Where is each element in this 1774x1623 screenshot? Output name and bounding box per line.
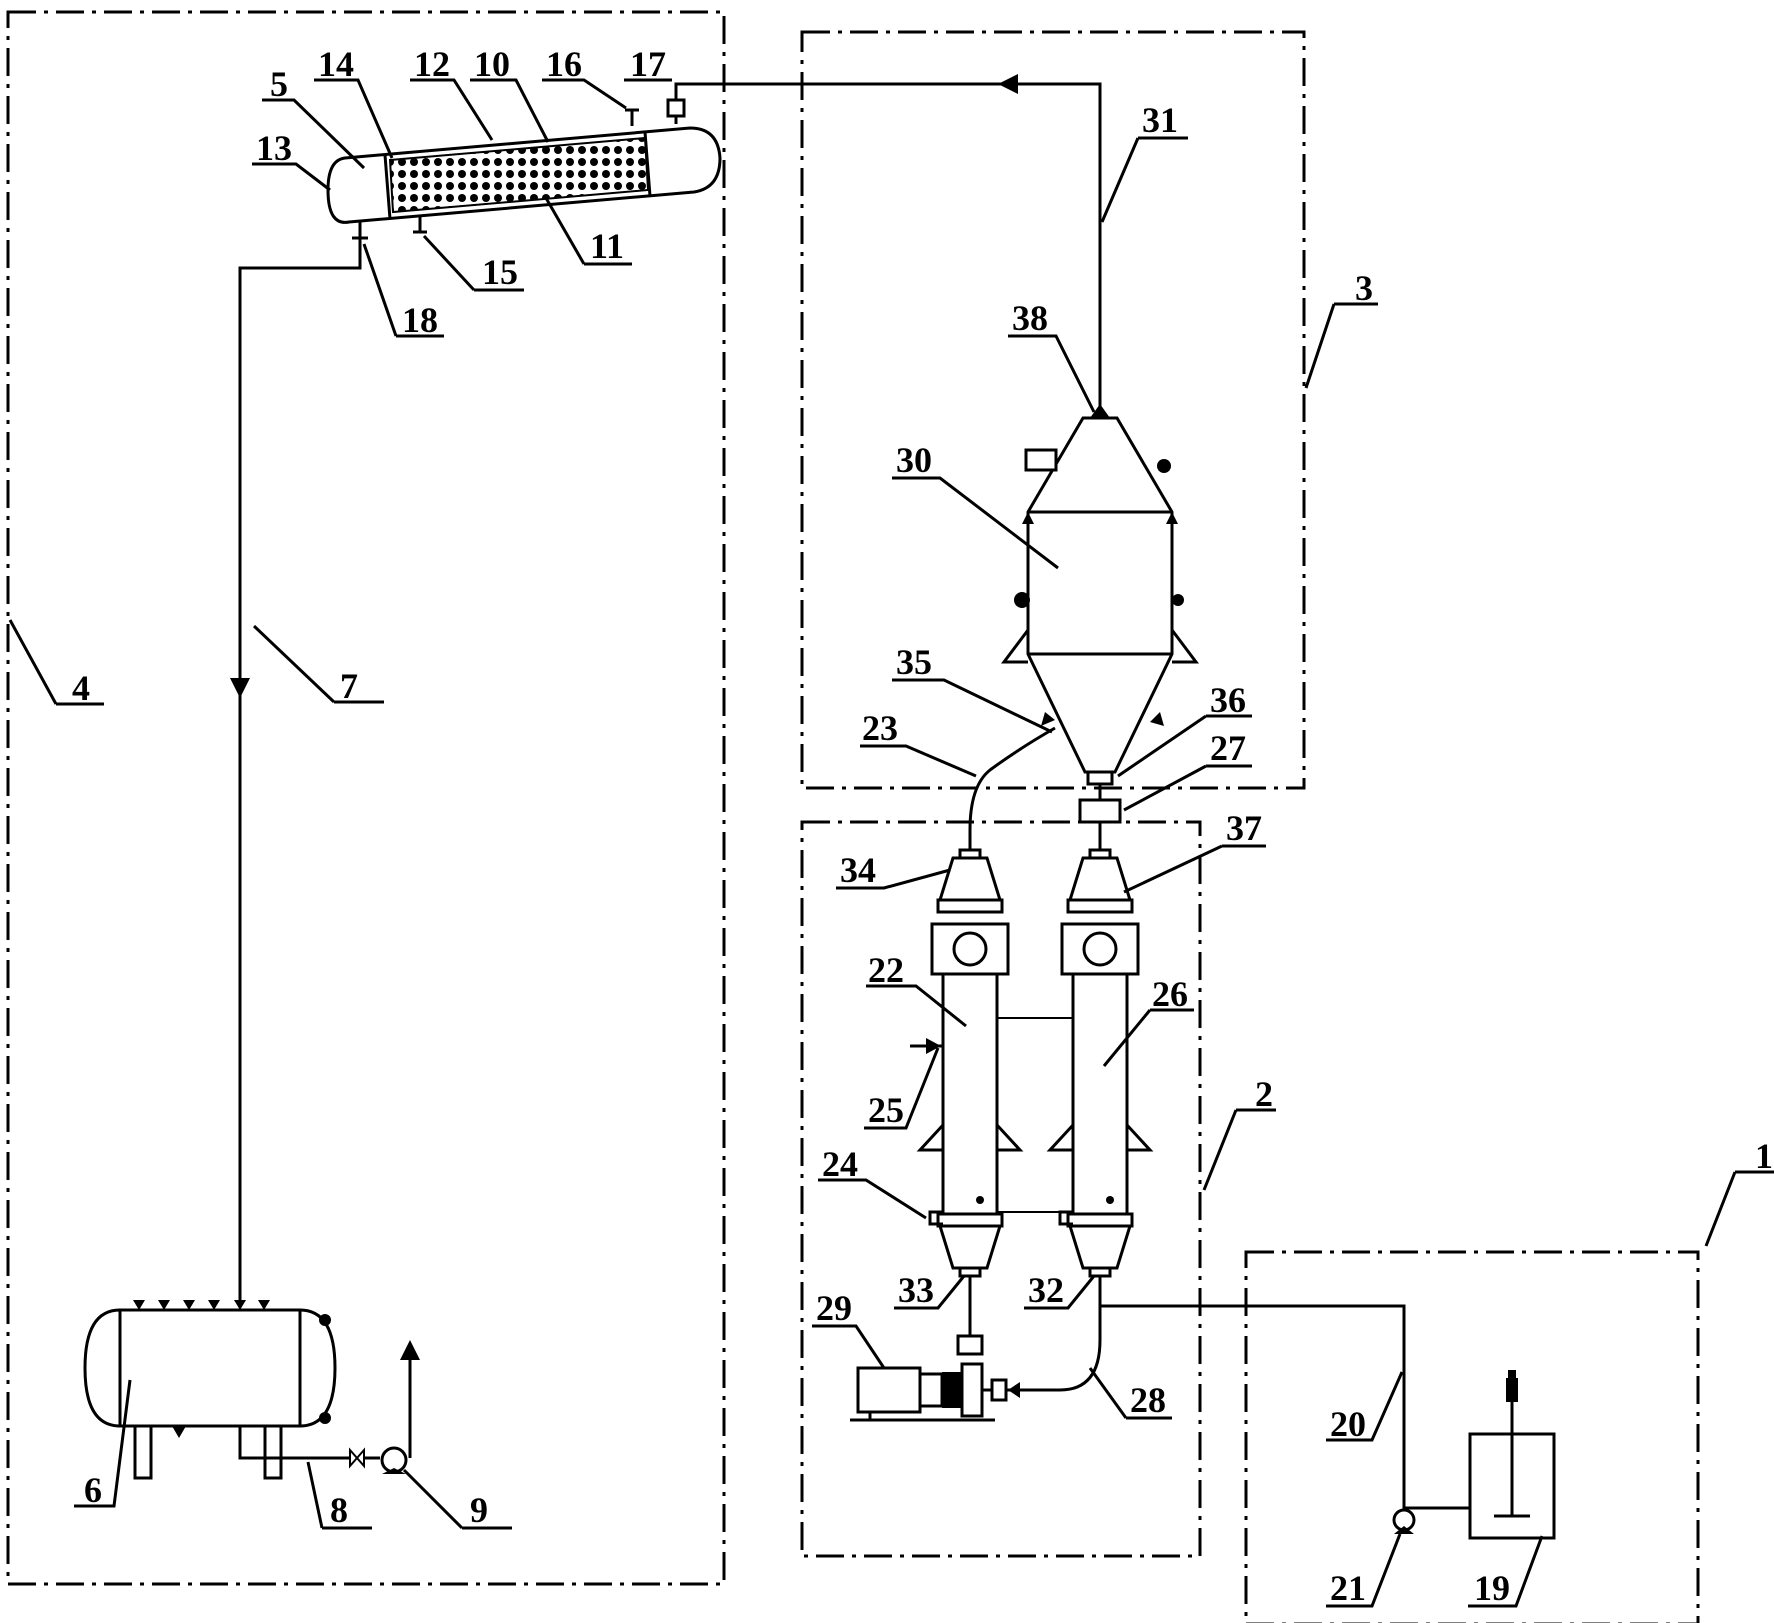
- label-13: 13: [256, 128, 292, 168]
- label-4: 4: [72, 668, 90, 708]
- label-6: 6: [84, 1470, 102, 1510]
- pipe-7: [238, 238, 362, 1300]
- left-column: [916, 848, 1024, 1278]
- label-9: 9: [470, 1490, 488, 1530]
- label-14: 14: [318, 44, 354, 84]
- pipe-23: [968, 726, 1056, 852]
- inlet-24-right: [1058, 1210, 1073, 1226]
- inlet-24-left: [928, 1210, 943, 1226]
- label-28: 28: [1130, 1380, 1166, 1420]
- label-20: 20: [1330, 1404, 1366, 1444]
- label-15: 15: [482, 252, 518, 292]
- label-35: 35: [896, 642, 932, 682]
- label-34: 34: [840, 850, 876, 890]
- label-30: 30: [896, 440, 932, 480]
- label-24: 24: [822, 1144, 858, 1184]
- label-7: 7: [340, 666, 358, 706]
- label-37: 37: [1226, 808, 1262, 848]
- label-32: 32: [1028, 1270, 1064, 1310]
- circulation-pump-29: [850, 1276, 1008, 1422]
- inlet-arrow-25: [926, 1038, 941, 1054]
- pump-9: [349, 1446, 408, 1474]
- label-22: 22: [868, 950, 904, 990]
- label-36: 36: [1210, 680, 1246, 720]
- feed-pump-21: [1392, 1508, 1416, 1534]
- pipe-31: [674, 82, 1102, 410]
- connector-27: [1078, 784, 1122, 852]
- label-16: 16: [546, 44, 582, 84]
- labels: 1 2 3 4 5 6 7 8 9 10 11 12 13: [8, 44, 1774, 1608]
- label-29: 29: [816, 1288, 852, 1328]
- label-38: 38: [1012, 298, 1048, 338]
- label-25: 25: [868, 1090, 904, 1130]
- label-2: 2: [1255, 1074, 1273, 1114]
- pipe-8: [238, 1426, 350, 1460]
- evaporator-vessel: [1001, 404, 1199, 786]
- label-1: 1: [1755, 1136, 1773, 1176]
- boundary-system-3: [800, 30, 1306, 790]
- flow-arrow-left-31: [998, 74, 1018, 94]
- label-26: 26: [1152, 974, 1188, 1014]
- label-10: 10: [474, 44, 510, 84]
- flow-arrow-down-7: [230, 678, 250, 698]
- label-12: 12: [414, 44, 450, 84]
- feed-tank-19: [1468, 1370, 1556, 1540]
- label-33: 33: [898, 1270, 934, 1310]
- receiver-tank: [83, 1300, 337, 1480]
- vent-arrow-up: [400, 1340, 420, 1360]
- label-27: 27: [1210, 728, 1246, 768]
- condenser: [326, 98, 722, 240]
- pipe-28: [1006, 1276, 1102, 1392]
- label-31: 31: [1142, 100, 1178, 140]
- label-11: 11: [590, 226, 624, 266]
- boundary-system-1: [1244, 1250, 1700, 1623]
- right-column: [1046, 848, 1154, 1278]
- label-18: 18: [402, 300, 438, 340]
- label-5: 5: [270, 64, 288, 104]
- label-8: 8: [330, 1490, 348, 1530]
- boundary-system-2: [800, 820, 1202, 1558]
- label-3: 3: [1355, 268, 1373, 308]
- label-23: 23: [862, 708, 898, 748]
- label-21: 21: [1330, 1568, 1366, 1608]
- boundary-system-4: [6, 10, 726, 1586]
- pipe-20: [1100, 1304, 1470, 1510]
- label-19: 19: [1474, 1568, 1510, 1608]
- flow-arrow-left-28: [1008, 1382, 1020, 1398]
- label-17: 17: [630, 44, 666, 84]
